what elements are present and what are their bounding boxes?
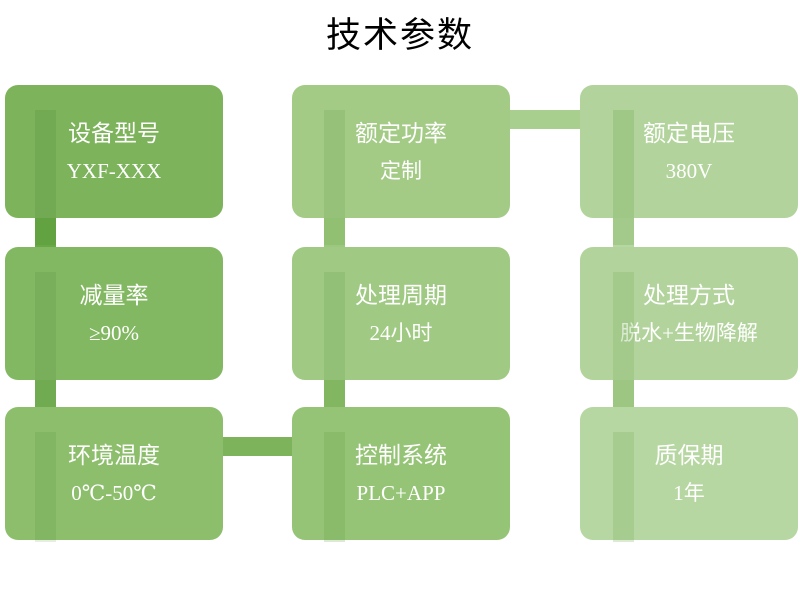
card-title-equipment-model: 设备型号 [68, 120, 160, 146]
card-value-reduction-rate: ≥90% [88, 320, 140, 345]
conn-v-mid-1 [324, 215, 345, 251]
card-ambient-temperature[interactable]: 环境温度 0℃-50℃ [5, 407, 223, 540]
card-processing-cycle[interactable]: 处理周期 24小时 [292, 247, 510, 380]
card-title-rated-voltage: 额定电压 [643, 120, 735, 146]
conn-v-right-2 [613, 377, 634, 413]
card-title-warranty-period: 质保期 [654, 442, 724, 468]
conn-v-right-1 [613, 215, 634, 251]
card-rated-power[interactable]: 额定功率定制 [292, 85, 510, 218]
conn-h-row2 [208, 437, 304, 456]
card-title-processing-method: 处理方式 [643, 282, 735, 308]
card-value-control-system: PLC+APP [356, 480, 446, 505]
card-value-processing-method: 脱水+生物降解 [620, 320, 758, 345]
card-value-rated-power: 定制 [380, 158, 422, 183]
card-rated-voltage[interactable]: 额定电压 380V [580, 85, 798, 218]
card-value-ambient-temperature: 0℃-50℃ [71, 480, 157, 505]
card-title-ambient-temperature: 环境温度 [68, 442, 160, 468]
page-title: 技术参数 [325, 16, 474, 55]
card-value-equipment-model: YXF-XXX [66, 158, 162, 183]
card-title-rated-power: 额定功率 [355, 120, 447, 146]
card-title-reduction-rate: 减量率 [79, 282, 149, 308]
card-control-system[interactable]: 控制系统 PLC+APP [292, 407, 510, 540]
conn-v-left-1 [35, 215, 56, 251]
card-title-control-system: 控制系统 [355, 442, 447, 468]
card-equipment-model[interactable]: 设备型号 YXF-XXX [5, 85, 223, 218]
card-title-processing-cycle: 处理周期 [355, 282, 447, 308]
conn-v-left-2 [35, 377, 56, 413]
card-value-warranty-period: 1年 [673, 480, 705, 505]
card-reduction-rate[interactable]: 减量率 ≥90% [5, 247, 223, 380]
card-warranty-period[interactable]: 质保期 1年 [580, 407, 798, 540]
card-value-rated-voltage: 380V [665, 158, 713, 183]
card-processing-method[interactable]: 处理方式脱水+生物降解 [580, 247, 798, 380]
card-value-processing-cycle: 24小时 [369, 320, 433, 345]
conn-v-mid-2 [324, 377, 345, 413]
conn-h-row0 [496, 110, 592, 129]
